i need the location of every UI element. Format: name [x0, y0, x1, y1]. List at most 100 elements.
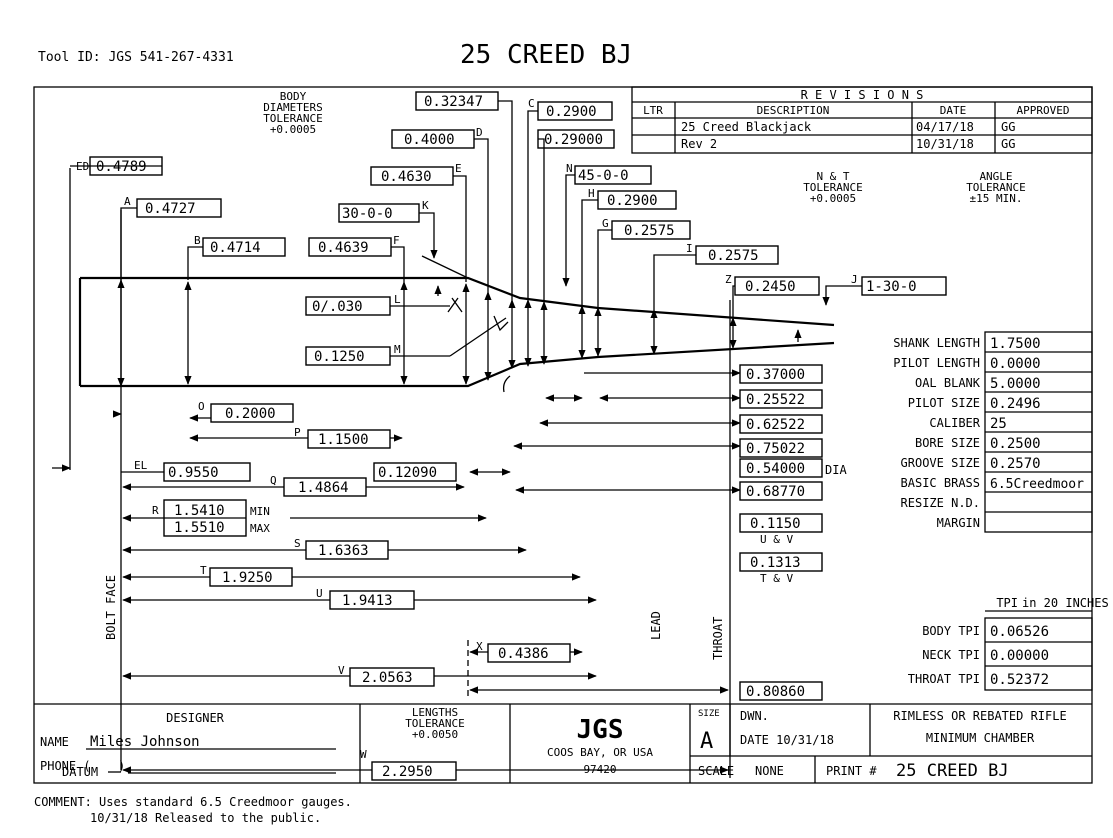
- svg-text:S: S: [294, 537, 301, 550]
- dim-p-value: 1.1500: [318, 432, 369, 448]
- svg-text:A: A: [124, 195, 131, 208]
- dim-h-value: 0.2900: [607, 193, 658, 209]
- comments: COMMENT: Uses standard 6.5 Creedmoor gau…: [34, 795, 352, 825]
- svg-text:V: V: [338, 664, 345, 677]
- right-dim-4: 0.75022: [746, 441, 805, 457]
- spec-label: BASIC BRASS: [901, 476, 980, 490]
- svg-text:O: O: [198, 400, 205, 413]
- title-block: DESIGNER NAME Miles Johnson PHONE ( ) LE…: [34, 703, 1092, 783]
- svg-text:10/31/18 Released to the publi: 10/31/18 Released to the public.: [90, 811, 321, 825]
- svg-text:N: N: [566, 162, 573, 175]
- svg-text:E: E: [455, 162, 462, 175]
- svg-text:M: M: [394, 343, 401, 356]
- svg-text:G: G: [602, 217, 609, 230]
- spec-label: SHANK LENGTH: [893, 336, 980, 350]
- dim-g-value: 0.2575: [624, 223, 675, 239]
- svg-text:X: X: [476, 640, 483, 653]
- dim-c2-value: 0.32347: [424, 94, 483, 110]
- svg-text:ANGLE: ANGLE: [979, 170, 1012, 183]
- svg-text:THROAT: THROAT: [711, 617, 725, 660]
- svg-text:PHONE (: PHONE (: [40, 759, 91, 773]
- svg-text:SCALE: SCALE: [698, 764, 734, 778]
- dim-l-value: 0/.030: [312, 299, 363, 315]
- revisions-table: R E V I S I O N S LTR DESCRIPTION DATE A…: [631, 86, 1093, 154]
- dim-f-value: 0.4639: [318, 240, 369, 256]
- svg-text:TOLERANCE: TOLERANCE: [966, 181, 1026, 194]
- print-number: 25 CREED BJ: [896, 761, 1009, 781]
- lower-dimension-boxes: O 0.2000 P 1.1500 EL 0.9550 0.12090 Q 1.…: [52, 400, 729, 781]
- tool-id: Tool ID: JGS 541-267-4331: [38, 50, 234, 65]
- svg-text:10/31/18: 10/31/18: [916, 137, 974, 151]
- svg-text:K: K: [422, 199, 429, 212]
- svg-text:SIZE: SIZE: [698, 709, 720, 719]
- svg-text:97420: 97420: [583, 763, 616, 776]
- svg-text:BOLT FACE: BOLT FACE: [104, 575, 118, 640]
- svg-text:in 20 INCHES: in 20 INCHES: [1022, 596, 1109, 610]
- svg-text:TOLERANCE: TOLERANCE: [263, 112, 323, 125]
- spec-value: 5.0000: [990, 376, 1041, 392]
- right-dim-5: 0.54000: [746, 461, 805, 477]
- svg-text:A: A: [700, 729, 713, 754]
- svg-text:TPI: TPI: [996, 596, 1018, 610]
- svg-text:+0.0005: +0.0005: [270, 123, 316, 136]
- dim-w-value: 2.2950: [382, 764, 433, 780]
- dim-q2-value: 0.12090: [378, 465, 437, 481]
- dim-d2-value: 0.29000: [544, 132, 603, 148]
- right-dim-7: 0.1150: [750, 516, 801, 532]
- svg-text:U & V: U & V: [760, 533, 793, 546]
- dim-t-value: 1.9250: [222, 570, 273, 586]
- svg-text:D: D: [476, 126, 483, 139]
- spec-value: 0.2500: [990, 436, 1041, 452]
- svg-text:T: T: [200, 564, 207, 577]
- svg-text:MINIMUM CHAMBER: MINIMUM CHAMBER: [926, 731, 1035, 745]
- dim-el-value: 0.9550: [168, 465, 219, 481]
- spec-value: 0.2570: [990, 456, 1041, 472]
- svg-text:R: R: [152, 504, 159, 517]
- svg-text:DESIGNER: DESIGNER: [166, 711, 225, 725]
- dim-v-value: 2.0563: [362, 670, 413, 686]
- svg-text:N & T: N & T: [816, 170, 849, 183]
- dim-c-value: 0.2900: [546, 104, 597, 120]
- svg-text:04/17/18: 04/17/18: [916, 120, 974, 134]
- drawing-title: 25 CREED BJ: [460, 40, 632, 70]
- dim-q-value: 1.4864: [298, 480, 349, 496]
- dim-b-value: 0.4714: [210, 240, 261, 256]
- svg-text:L: L: [394, 293, 401, 306]
- dim-z-value: 0.2450: [745, 279, 796, 295]
- spec-value: 1.7500: [990, 336, 1041, 352]
- dim-u-value: 1.9413: [342, 593, 393, 609]
- svg-text:H: H: [588, 187, 595, 200]
- dim-d-value: 0.4000: [404, 132, 455, 148]
- svg-text:Z: Z: [725, 273, 732, 286]
- body-diameters-tolerance: BODY DIAMETERS TOLERANCE +0.0005: [263, 90, 323, 136]
- svg-text:I: I: [686, 242, 693, 255]
- svg-text:T & V: T & V: [760, 572, 793, 585]
- svg-text:LENGTHS: LENGTHS: [412, 706, 458, 719]
- right-dim-6: 0.68770: [746, 484, 805, 500]
- body-tpi-value: 0.06526: [990, 624, 1049, 640]
- dim-a-value: 0.4727: [145, 201, 196, 217]
- svg-text:COOS BAY, OR USA: COOS BAY, OR USA: [547, 746, 653, 759]
- right-dimension-boxes: 0.37000 0.25522 0.62522 0.75022 0.54000 …: [513, 364, 847, 701]
- dim-x-value: 0.4386: [498, 646, 549, 662]
- svg-text:P: P: [294, 426, 301, 439]
- dim-i-value: 0.2575: [708, 248, 759, 264]
- spec-label: OAL BLANK: [915, 376, 981, 390]
- jgs-logo: JGS: [577, 715, 624, 745]
- svg-text:DIAMETERS: DIAMETERS: [263, 101, 323, 114]
- svg-text:TOLERANCE: TOLERANCE: [405, 717, 465, 730]
- upper-leaders: [70, 100, 862, 393]
- svg-text:NAME: NAME: [40, 735, 69, 749]
- spec-value: 25: [990, 416, 1007, 432]
- dim-m-value: 0.1250: [314, 349, 365, 365]
- svg-text:PRINT #: PRINT #: [826, 764, 877, 778]
- svg-text:RIMLESS OR REBATED RIFLE: RIMLESS OR REBATED RIFLE: [893, 709, 1066, 723]
- spec-value: 0.0000: [990, 356, 1041, 372]
- vertical-labels: BOLT FACE LEAD THROAT DATUM: [62, 575, 725, 779]
- right-dim-1: 0.37000: [746, 367, 805, 383]
- svg-text:±15 MIN.: ±15 MIN.: [970, 192, 1023, 205]
- svg-text:DATE 10/31/18: DATE 10/31/18: [740, 733, 834, 747]
- neck-tpi-value: 0.00000: [990, 648, 1049, 664]
- svg-text:B: B: [194, 234, 201, 247]
